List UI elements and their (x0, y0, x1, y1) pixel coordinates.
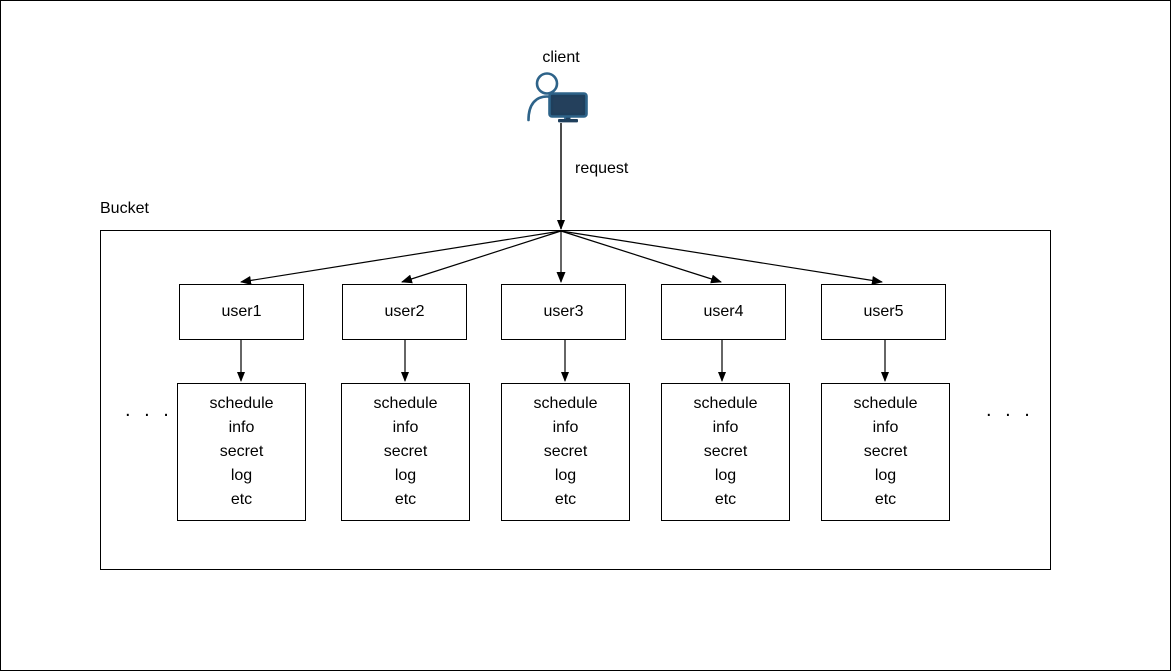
user-box-5-label: user5 (863, 303, 904, 320)
ellipsis-right: . . . (986, 399, 1034, 421)
client-label: client (542, 49, 580, 66)
user-box-1-label: user1 (221, 303, 262, 320)
content-item-info: info (392, 419, 419, 436)
content-item-schedule: schedule (373, 395, 438, 412)
content-item-schedule: schedule (853, 395, 918, 412)
content-item-secret: secret (219, 443, 264, 460)
content-item-log: log (874, 467, 897, 484)
user-box-3-label: user3 (543, 303, 584, 320)
user-box-2[interactable]: user2 (342, 284, 467, 340)
content-item-schedule: schedule (693, 395, 758, 412)
content-item-secret: secret (703, 443, 748, 460)
ellipsis-left: . . . (125, 399, 173, 421)
user-box-5[interactable]: user5 (821, 284, 946, 340)
content-box-1[interactable]: schedule info secret log etc (177, 383, 306, 521)
content-item-etc: etc (714, 491, 737, 508)
user-box-3[interactable]: user3 (501, 284, 626, 340)
user-computer-icon (525, 71, 597, 127)
content-item-info: info (228, 419, 255, 436)
content-item-schedule: schedule (209, 395, 274, 412)
content-item-info: info (552, 419, 579, 436)
content-item-secret: secret (543, 443, 588, 460)
content-item-info: info (872, 419, 899, 436)
bucket-container (100, 230, 1051, 570)
content-box-3[interactable]: schedule info secret log etc (501, 383, 630, 521)
request-edge-label: request (575, 160, 629, 177)
user-box-2-label: user2 (384, 303, 425, 320)
content-item-log: log (394, 467, 417, 484)
content-item-etc: etc (554, 491, 577, 508)
user-box-4-label: user4 (703, 303, 744, 320)
user-box-1[interactable]: user1 (179, 284, 304, 340)
content-item-secret: secret (383, 443, 428, 460)
content-item-secret: secret (863, 443, 908, 460)
content-item-log: log (230, 467, 253, 484)
content-item-etc: etc (394, 491, 417, 508)
content-box-5[interactable]: schedule info secret log etc (821, 383, 950, 521)
content-item-log: log (714, 467, 737, 484)
content-box-4[interactable]: schedule info secret log etc (661, 383, 790, 521)
content-item-schedule: schedule (533, 395, 598, 412)
bucket-label: Bucket (100, 200, 149, 217)
content-item-log: log (554, 467, 577, 484)
user-box-4[interactable]: user4 (661, 284, 786, 340)
content-item-etc: etc (230, 491, 253, 508)
content-item-info: info (712, 419, 739, 436)
content-item-etc: etc (874, 491, 897, 508)
content-box-2[interactable]: schedule info secret log etc (341, 383, 470, 521)
